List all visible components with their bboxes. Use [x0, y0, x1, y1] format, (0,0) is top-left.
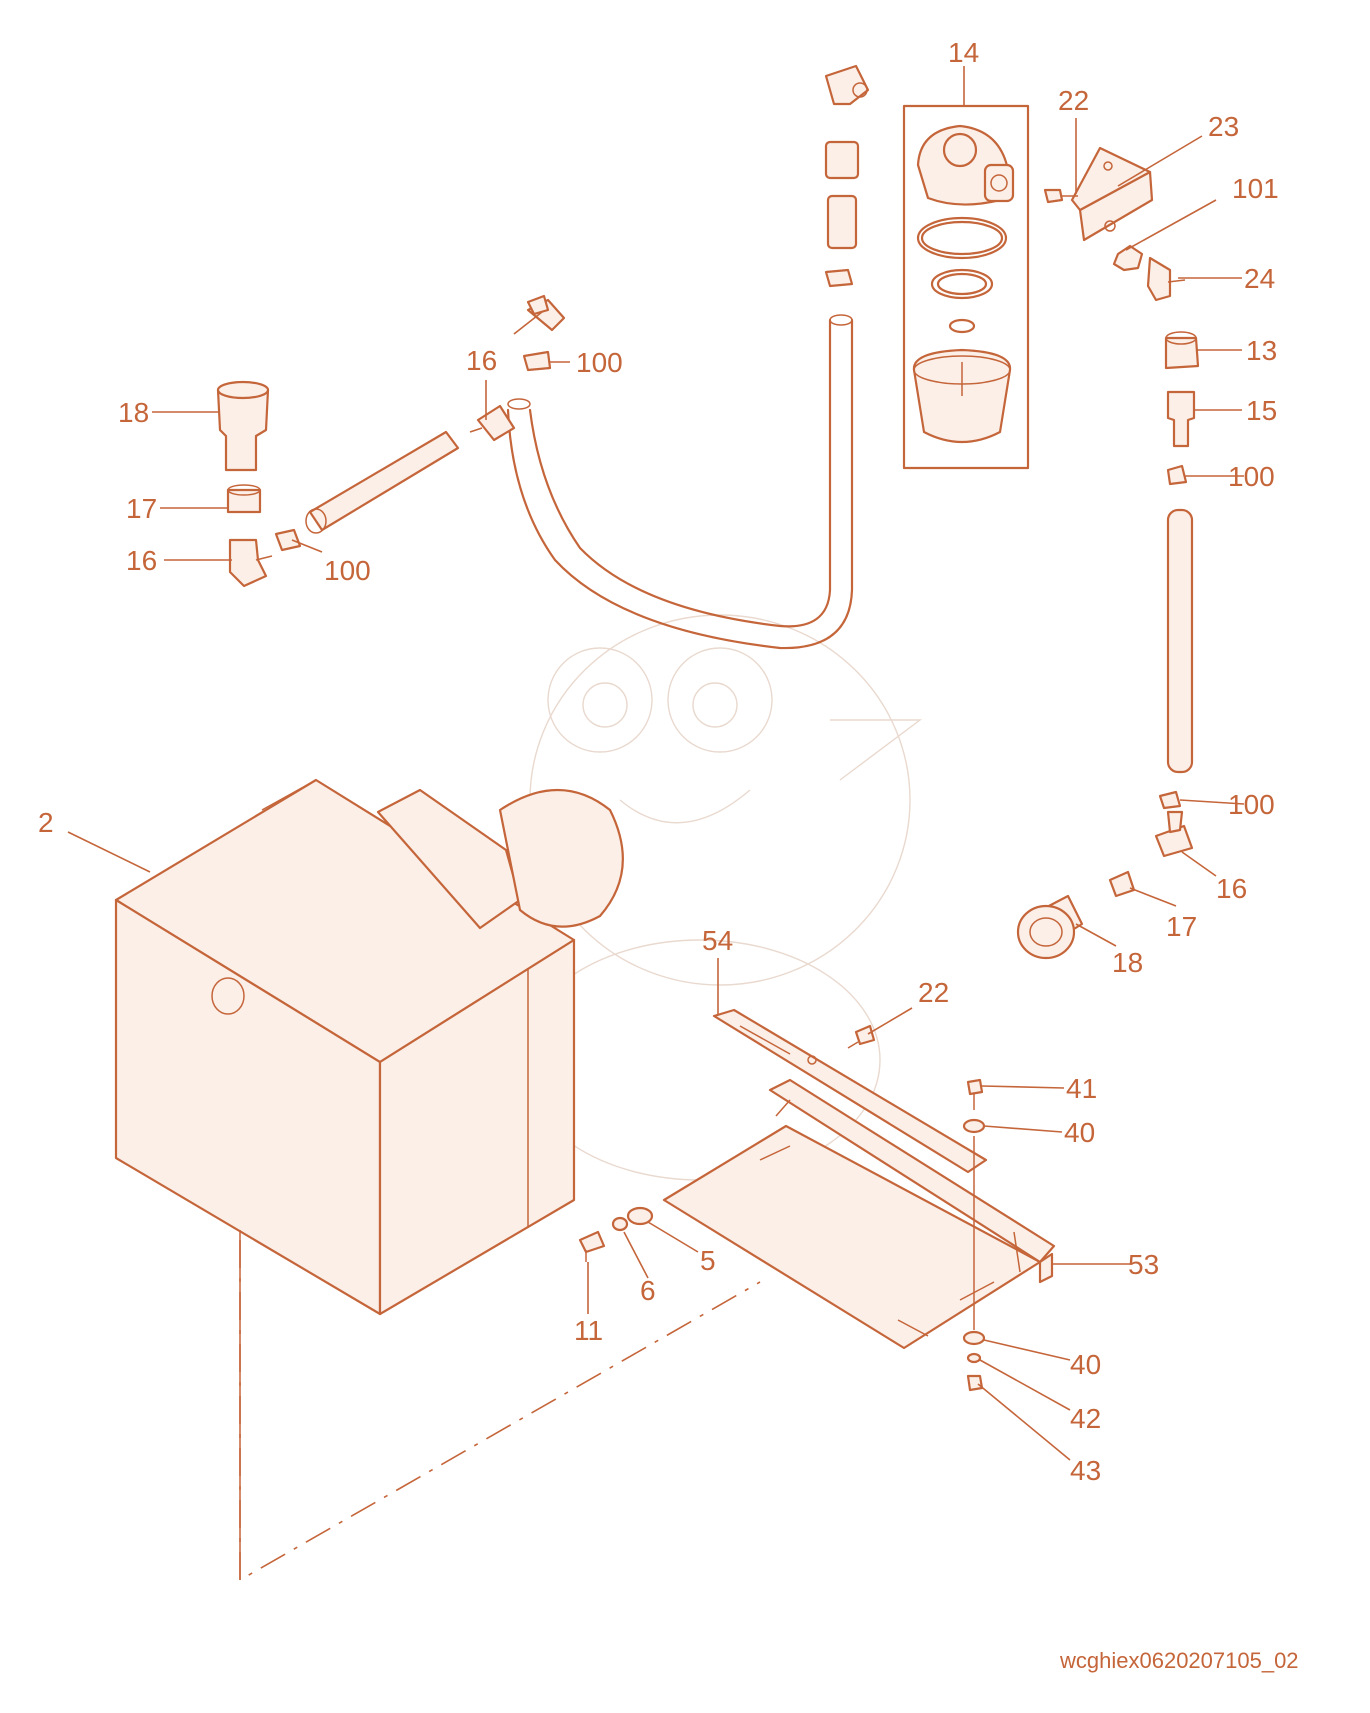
label-101: 101 [1232, 173, 1279, 204]
label-42: 42 [1070, 1403, 1101, 1434]
left-fittings [216, 294, 566, 588]
right-fittings [1158, 331, 1200, 810]
label-100-left: 100 [324, 555, 371, 586]
label-6: 6 [640, 1275, 656, 1306]
bracket-part-23 [1043, 146, 1186, 302]
label-15: 15 [1246, 395, 1277, 426]
label-100-right-top: 100 [1228, 461, 1275, 492]
label-24: 24 [1244, 263, 1275, 294]
label-17-right: 17 [1166, 911, 1197, 942]
filter-assembly-part-14 [902, 104, 1030, 470]
label-16-left: 16 [126, 545, 157, 576]
label-2: 2 [38, 807, 54, 838]
label-22-top: 22 [1058, 85, 1089, 116]
leader-lines [67, 66, 1245, 1461]
label-13: 13 [1246, 335, 1277, 366]
label-100-right-bottom: 100 [1228, 789, 1275, 820]
label-23: 23 [1208, 111, 1239, 142]
label-41: 41 [1066, 1073, 1097, 1104]
label-100-mid: 100 [576, 347, 623, 378]
label-53: 53 [1128, 1249, 1159, 1280]
part-labels: 14 22 23 101 24 13 15 100 16 100 16 18 1… [38, 37, 1299, 1673]
label-16-right: 16 [1216, 873, 1247, 904]
label-43: 43 [1070, 1455, 1101, 1486]
label-5: 5 [700, 1245, 716, 1276]
mounting-plate-part-53 [662, 1008, 1056, 1350]
alignment-line [239, 1240, 761, 1582]
label-11: 11 [574, 1315, 603, 1346]
label-54: 54 [702, 925, 733, 956]
label-16-top: 16 [466, 345, 497, 376]
hardware-small-parts [578, 1024, 986, 1392]
label-18-left: 18 [118, 397, 149, 428]
label-22-bottom: 22 [918, 977, 949, 1008]
top-tube-column [506, 64, 870, 650]
drawing-reference: wcghiex0620207105_02 [1059, 1648, 1299, 1673]
label-17-left: 17 [126, 493, 157, 524]
label-40-bottom: 40 [1070, 1349, 1101, 1380]
lower-right-fittings [1016, 810, 1194, 960]
label-18-right: 18 [1112, 947, 1143, 978]
label-40-top: 40 [1064, 1117, 1095, 1148]
label-14: 14 [948, 37, 979, 68]
burner-housing-part-2 [114, 778, 624, 1580]
